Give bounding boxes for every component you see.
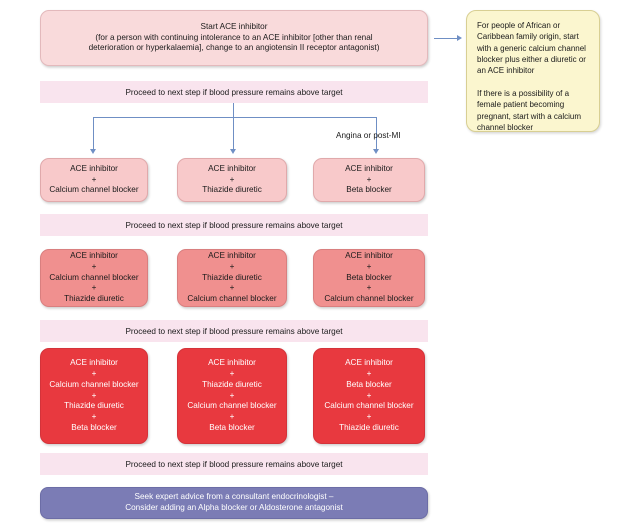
banner-step-4-label: Proceed to next step if blood pressure r… bbox=[125, 459, 343, 469]
connector-line bbox=[434, 38, 458, 39]
plus-separator: + bbox=[91, 368, 97, 378]
plus-separator: + bbox=[229, 283, 235, 293]
tier2-option-2: ACE inhibitor + Thiazide diuretic + Calc… bbox=[177, 249, 287, 307]
banner-step-3-label: Proceed to next step if blood pressure r… bbox=[125, 326, 343, 336]
plus-separator: + bbox=[366, 368, 372, 378]
connector-bar bbox=[93, 117, 376, 118]
drug-name: Beta blocker bbox=[209, 423, 255, 433]
plus-separator: + bbox=[91, 412, 97, 422]
drug-name: Beta blocker bbox=[346, 272, 392, 282]
connector-drop-center bbox=[233, 117, 234, 150]
drug-name: Calcium channel blocker bbox=[49, 185, 139, 195]
drug-name: Calcium channel blocker bbox=[49, 272, 139, 282]
drug-name: Thiazide diuretic bbox=[202, 185, 262, 195]
banner-step-1: Proceed to next step if blood pressure r… bbox=[40, 81, 428, 103]
start-node-line2: (for a person with continuing intoleranc… bbox=[95, 32, 373, 42]
arrowhead-icon bbox=[229, 149, 236, 154]
branch-label-angina: Angina or post-MI bbox=[336, 131, 401, 140]
tier2-option-3: ACE inhibitor + Beta blocker + Calcium c… bbox=[313, 249, 425, 307]
drug-name: Thiazide diuretic bbox=[339, 423, 399, 433]
arrowhead-icon bbox=[372, 149, 379, 154]
plus-separator: + bbox=[91, 283, 97, 293]
tier3-option-1: ACE inhibitor + Calcium channel blocker … bbox=[40, 348, 148, 444]
plus-separator: + bbox=[229, 174, 235, 184]
drug-name: Calcium channel blocker bbox=[187, 294, 277, 304]
plus-separator: + bbox=[366, 174, 372, 184]
drug-name: Thiazide diuretic bbox=[64, 401, 124, 411]
drug-name: ACE inhibitor bbox=[208, 358, 256, 368]
drug-name: ACE inhibitor bbox=[208, 163, 256, 173]
aside-note-paragraph-1: For people of African or Caribbean famil… bbox=[477, 21, 586, 76]
drug-name: Thiazide diuretic bbox=[64, 294, 124, 304]
plus-separator: + bbox=[229, 368, 235, 378]
plus-separator: + bbox=[91, 261, 97, 271]
drug-name: Calcium channel blocker bbox=[324, 294, 414, 304]
tier1-option-3: ACE inhibitor + Beta blocker bbox=[313, 158, 425, 202]
drug-name: Beta blocker bbox=[71, 423, 117, 433]
final-node-line1: Seek expert advice from a consultant end… bbox=[134, 492, 334, 502]
banner-step-2: Proceed to next step if blood pressure r… bbox=[40, 214, 428, 236]
plus-separator: + bbox=[366, 283, 372, 293]
drug-name: Calcium channel blocker bbox=[49, 379, 139, 389]
plus-separator: + bbox=[91, 390, 97, 400]
drug-name: ACE inhibitor bbox=[208, 250, 256, 260]
drug-name: ACE inhibitor bbox=[345, 250, 393, 260]
final-node-line2: Consider adding an Alpha blocker or Aldo… bbox=[125, 503, 343, 512]
drug-name: ACE inhibitor bbox=[345, 358, 393, 368]
connector-stem bbox=[233, 103, 234, 118]
tier3-option-2: ACE inhibitor + Thiazide diuretic + Calc… bbox=[177, 348, 287, 444]
drug-name: Calcium channel blocker bbox=[324, 401, 414, 411]
drug-name: ACE inhibitor bbox=[70, 250, 118, 260]
drug-name: ACE inhibitor bbox=[345, 163, 393, 173]
banner-step-1-label: Proceed to next step if blood pressure r… bbox=[125, 87, 343, 97]
tier1-option-1: ACE inhibitor + Calcium channel blocker bbox=[40, 158, 148, 202]
drug-name: Beta blocker bbox=[346, 185, 392, 195]
aside-note-paragraph-2: If there is a possibility of a female pa… bbox=[477, 88, 582, 132]
arrowhead-icon bbox=[457, 34, 462, 41]
drug-name: Calcium channel blocker bbox=[187, 401, 277, 411]
plus-separator: + bbox=[229, 261, 235, 271]
drug-name: ACE inhibitor bbox=[70, 163, 118, 173]
drug-name: ACE inhibitor bbox=[70, 358, 118, 368]
banner-step-2-label: Proceed to next step if blood pressure r… bbox=[125, 220, 343, 230]
aside-note: For people of African or Caribbean famil… bbox=[466, 10, 600, 132]
drug-name: Thiazide diuretic bbox=[202, 272, 262, 282]
connector-drop-left bbox=[93, 117, 94, 150]
plus-separator: + bbox=[91, 174, 97, 184]
arrowhead-icon bbox=[89, 149, 96, 154]
final-node-expert-advice: Seek expert advice from a consultant end… bbox=[40, 487, 428, 519]
plus-separator: + bbox=[366, 261, 372, 271]
drug-name: Beta blocker bbox=[346, 379, 392, 389]
banner-step-3: Proceed to next step if blood pressure r… bbox=[40, 320, 428, 342]
start-node-line3: deterioration or hyperkalaemia], change … bbox=[88, 43, 380, 53]
plus-separator: + bbox=[366, 390, 372, 400]
plus-separator: + bbox=[229, 412, 235, 422]
banner-step-4: Proceed to next step if blood pressure r… bbox=[40, 453, 428, 475]
start-node-line1: Start ACE inhibitor bbox=[200, 21, 268, 31]
plus-separator: + bbox=[229, 390, 235, 400]
tier1-option-2: ACE inhibitor + Thiazide diuretic bbox=[177, 158, 287, 202]
start-node: Start ACE inhibitor (for a person with c… bbox=[40, 10, 428, 66]
tier3-option-3: ACE inhibitor + Beta blocker + Calcium c… bbox=[313, 348, 425, 444]
tier2-option-1: ACE inhibitor + Calcium channel blocker … bbox=[40, 249, 148, 307]
drug-name: Thiazide diuretic bbox=[202, 379, 262, 389]
plus-separator: + bbox=[366, 412, 372, 422]
